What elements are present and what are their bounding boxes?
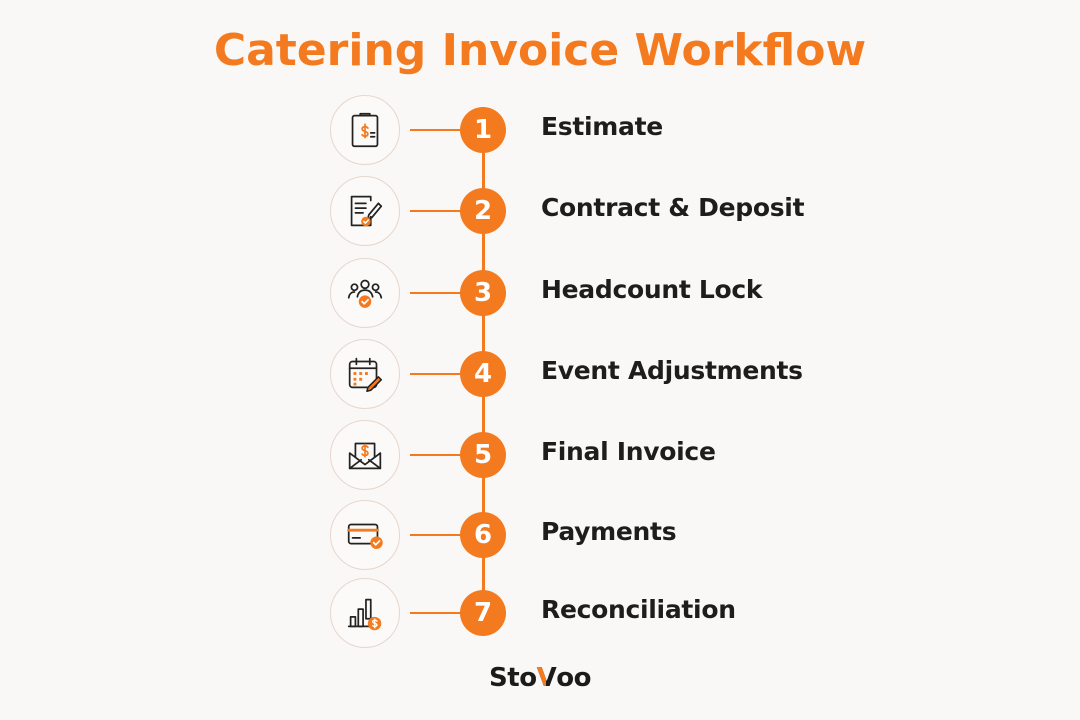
logo-v-accent: V [537,660,547,696]
envelope-dollar-icon [330,420,400,490]
workflow-step-estimate: 1 Estimate [0,95,1080,171]
logo-text-suffix: oo [556,663,591,693]
step-label: Contract & Deposit [541,193,805,222]
logo-v-mark: VV [537,660,557,696]
step-label: Estimate [541,112,663,141]
workflow-step-headcount-lock: 3 Headcount Lock [0,258,1080,334]
workflow-step-payments: 6 Payments [0,500,1080,576]
step-label: Reconciliation [541,595,736,624]
people-group-check-icon [330,258,400,328]
invoice-clipboard-dollar-icon [330,95,400,165]
brand-logo: StoVVoo [0,660,1080,696]
step-connector [410,454,462,456]
step-connector [410,210,462,212]
step-label: Payments [541,517,677,546]
step-label: Event Adjustments [541,356,803,385]
page-title: Catering Invoice Workflow [213,25,867,76]
step-number-badge: 6 [460,512,506,558]
step-connector [410,129,462,131]
step-connector [410,373,462,375]
step-number-badge: 5 [460,432,506,478]
step-connector [410,612,462,614]
step-number-badge: 4 [460,351,506,397]
workflow-step-reconciliation: 7 Reconciliation [0,578,1080,654]
bar-chart-dollar-icon [330,578,400,648]
step-connector [410,534,462,536]
workflow-step-event-adjustments: 4 Event Adjustments [0,339,1080,415]
step-label: Headcount Lock [541,275,763,304]
contract-signature-check-icon [330,176,400,246]
workflow-step-final-invoice: 5 Final Invoice [0,420,1080,496]
step-number-badge: 3 [460,270,506,316]
step-label: Final Invoice [541,437,716,466]
workflow-step-contract-deposit: 2 Contract & Deposit [0,176,1080,252]
step-connector [410,292,462,294]
step-number-badge: 2 [460,188,506,234]
logo-text-prefix: Sto [489,663,537,693]
step-number-badge: 1 [460,107,506,153]
step-number-badge: 7 [460,590,506,636]
credit-card-check-icon [330,500,400,570]
calendar-edit-icon [330,339,400,409]
